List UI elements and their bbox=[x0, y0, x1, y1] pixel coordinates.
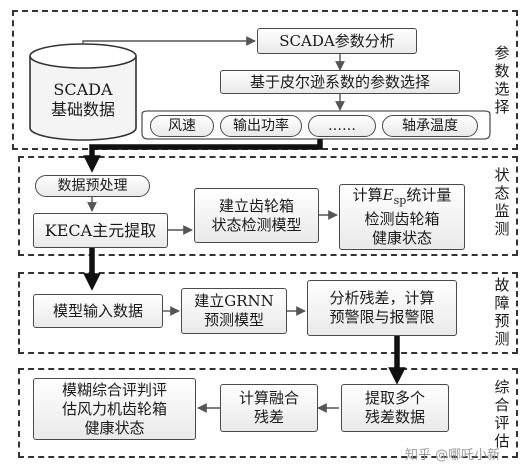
esp-suffix: 统计量 bbox=[406, 186, 452, 204]
esp-subscript: sp bbox=[393, 194, 407, 207]
esp-symbol: E bbox=[382, 186, 394, 204]
node-data-preprocess: 数据预处理 bbox=[35, 175, 150, 197]
node-esp-statistic: 计算Esp统计量 检测齿轮箱 健康状态 bbox=[339, 184, 465, 250]
param-item-bearing-temp: 轴承温度 bbox=[382, 115, 478, 137]
node-keca-extraction: KECA主元提取 bbox=[33, 213, 168, 248]
database-label: SCADA 基础数据 bbox=[30, 80, 136, 120]
database-cylinder bbox=[29, 43, 137, 141]
node-fuse-residual: 计算融合 残差 bbox=[220, 384, 318, 432]
param-item-wind-speed: 风速 bbox=[150, 115, 214, 137]
node-grnn-model: 建立GRNN 预测模型 bbox=[181, 288, 287, 334]
params-bracket bbox=[141, 110, 491, 140]
node-fuzzy-evaluation: 模糊综合评判评 估风力机齿轮箱 健康状态 bbox=[33, 378, 196, 440]
node-model-input: 模型输入数据 bbox=[33, 294, 163, 328]
esp-prefix: 计算 bbox=[352, 186, 383, 204]
esp-line1: 计算Esp统计量 bbox=[353, 186, 452, 210]
arrow-db-to-analysis bbox=[82, 36, 256, 46]
section-label-eval: 综合评估 bbox=[494, 378, 510, 450]
bold-arrow-params-to-preprocess bbox=[83, 139, 323, 173]
esp-line2: 检测齿轮箱 健康状态 bbox=[364, 210, 440, 247]
node-scada-analysis: SCADA参数分析 bbox=[257, 28, 417, 54]
panel-state-monitoring bbox=[18, 156, 518, 256]
watermark-text: 知乎 @哪吒小新 bbox=[405, 448, 501, 463]
node-residual-analysis: 分析残差，计算 预警限与报警限 bbox=[307, 280, 457, 336]
section-label-param: 参数选择 bbox=[494, 44, 510, 116]
param-item-ellipsis: …… bbox=[308, 115, 376, 137]
section-label-state: 状态监测 bbox=[494, 166, 510, 238]
param-item-output-power: 输出功率 bbox=[220, 115, 302, 137]
section-label-fault: 故障预测 bbox=[494, 276, 510, 348]
node-build-monitoring-model: 建立齿轮箱 状态检测模型 bbox=[194, 188, 319, 243]
node-extract-residuals: 提取多个 残差数据 bbox=[341, 384, 449, 432]
node-pearson-selection: 基于皮尔逊系数的参数选择 bbox=[220, 70, 460, 94]
panel-fault-prediction bbox=[18, 272, 518, 354]
database-label-line2: 基础数据 bbox=[50, 100, 115, 119]
database-label-line1: SCADA bbox=[53, 80, 113, 99]
panel-comprehensive-evaluation bbox=[18, 368, 518, 458]
